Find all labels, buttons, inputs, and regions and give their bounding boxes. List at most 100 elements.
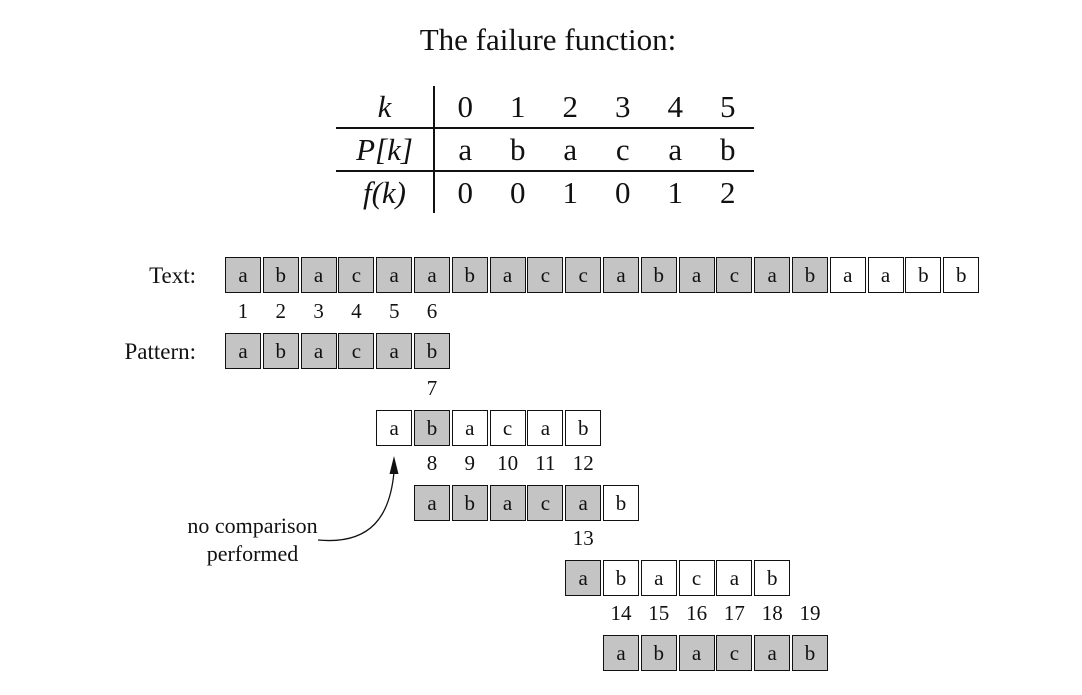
pattern-cell: b	[414, 410, 450, 446]
pattern-cell: c	[678, 560, 715, 596]
comparison-number: 10	[497, 451, 519, 475]
table-row-f: f(k) 0 0 1 0 1 2	[336, 171, 754, 213]
f-cell: 1	[667, 175, 684, 210]
annotation-line-1: no comparison	[187, 513, 318, 538]
p-cell: a	[434, 128, 492, 172]
text-cell: a	[754, 257, 791, 293]
text-cell: b	[792, 257, 828, 293]
pattern-cell: b	[262, 333, 299, 369]
comparison-number: 18	[761, 601, 783, 625]
pattern-cell: b	[792, 635, 828, 671]
pattern-label: Pattern:	[124, 339, 196, 364]
p-cell: c	[596, 128, 649, 172]
comparison-number: 12	[572, 451, 594, 475]
comparison-number: 15	[648, 601, 670, 625]
f-cell: 0	[510, 175, 526, 210]
k-cell: 0	[434, 86, 492, 129]
comparison-number: 3	[313, 299, 324, 323]
p-cell: a	[544, 128, 597, 172]
comparison-number: 6	[426, 299, 438, 323]
p-cell: b	[491, 128, 544, 172]
k-cell: 2	[544, 86, 597, 129]
comparison-number: 4	[351, 299, 362, 323]
f-cell: 0	[457, 175, 474, 210]
text-cell: b	[451, 257, 488, 293]
text-cell: a	[376, 257, 413, 293]
pattern-cell: b	[754, 560, 791, 596]
pattern-cell: c	[338, 333, 375, 369]
k-cell: 3	[596, 86, 649, 129]
text-cell: c	[565, 257, 602, 293]
table-row-p: P[k] a b a c a b	[336, 128, 754, 172]
pattern-cell: a	[603, 635, 639, 671]
comparison-number: 19	[799, 601, 821, 625]
comparison-number: 7	[426, 376, 438, 400]
annotation: no comparison performed	[170, 512, 335, 568]
comparison-number: 11	[535, 451, 556, 475]
text-cell: a	[829, 257, 866, 293]
pattern-cell: a	[527, 410, 564, 446]
pattern-cell: a	[716, 560, 753, 596]
f-cell: 1	[562, 175, 579, 210]
p-cell: a	[649, 128, 702, 172]
text-cell: b	[943, 257, 980, 293]
failure-function-table: k 0 1 2 3 4 5 P[k] a b a c a b f(k) 0 0 …	[336, 86, 754, 213]
comparison-number: 14	[610, 601, 632, 625]
text-cell: a	[225, 257, 261, 293]
table-row-k: k 0 1 2 3 4 5	[336, 86, 754, 129]
pattern-cell: a	[565, 560, 602, 596]
comparison-number: 5	[388, 299, 400, 323]
row-label-k: k	[336, 86, 435, 129]
text-cell: b	[640, 257, 677, 293]
text-cell: b	[262, 257, 299, 293]
arrow-curve	[317, 471, 395, 542]
text-cell: a	[300, 257, 337, 293]
pattern-cell: a	[754, 635, 791, 671]
pattern-cell: a	[678, 635, 715, 671]
comparison-number: 13	[572, 526, 594, 550]
pattern-cell: c	[527, 485, 564, 521]
f-cell: 2	[720, 175, 736, 210]
k-cell: 1	[491, 86, 544, 129]
pattern-cell: c	[716, 635, 753, 671]
text-cell: b	[905, 257, 942, 293]
f-cell: 0	[615, 175, 631, 210]
pattern-cell: b	[451, 485, 488, 521]
text-cell: a	[603, 257, 639, 293]
comparison-number: 2	[275, 299, 287, 323]
comparison-number: 9	[464, 451, 476, 475]
text-label: Text:	[149, 263, 196, 288]
pattern-cell: a	[300, 333, 337, 369]
comparison-number: 17	[723, 601, 745, 625]
pattern-cell: c	[489, 410, 526, 446]
row-label-f: f(k)	[336, 171, 435, 213]
pattern-cell: a	[225, 333, 261, 369]
text-cell: c	[338, 257, 375, 293]
comparison-number: 8	[426, 451, 438, 475]
pattern-cell: a	[451, 410, 488, 446]
text-cell: a	[414, 257, 450, 293]
pattern-cell: a	[565, 485, 602, 521]
pattern-cell: b	[565, 410, 602, 446]
k-cell: 4	[649, 86, 702, 129]
k-cell: 5	[701, 86, 754, 129]
row-label-p: P[k]	[336, 128, 435, 172]
arrowhead	[389, 456, 399, 474]
pattern-cell: a	[489, 485, 526, 521]
pattern-cell: b	[603, 560, 639, 596]
text-cell: a	[489, 257, 526, 293]
pattern-cell: a	[414, 485, 450, 521]
text-cell: a	[678, 257, 715, 293]
pattern-cell: a	[376, 410, 413, 446]
annotation-line-2: performed	[206, 541, 299, 566]
text-cell: c	[527, 257, 564, 293]
text-cell: c	[716, 257, 753, 293]
figure-title: The failure function:	[419, 22, 677, 57]
pattern-cell: b	[414, 333, 450, 369]
comparison-number: 1	[237, 299, 249, 323]
pattern-cell: b	[640, 635, 677, 671]
pattern-cell: a	[640, 560, 677, 596]
comparison-number: 16	[686, 601, 708, 625]
pattern-cell: a	[376, 333, 413, 369]
